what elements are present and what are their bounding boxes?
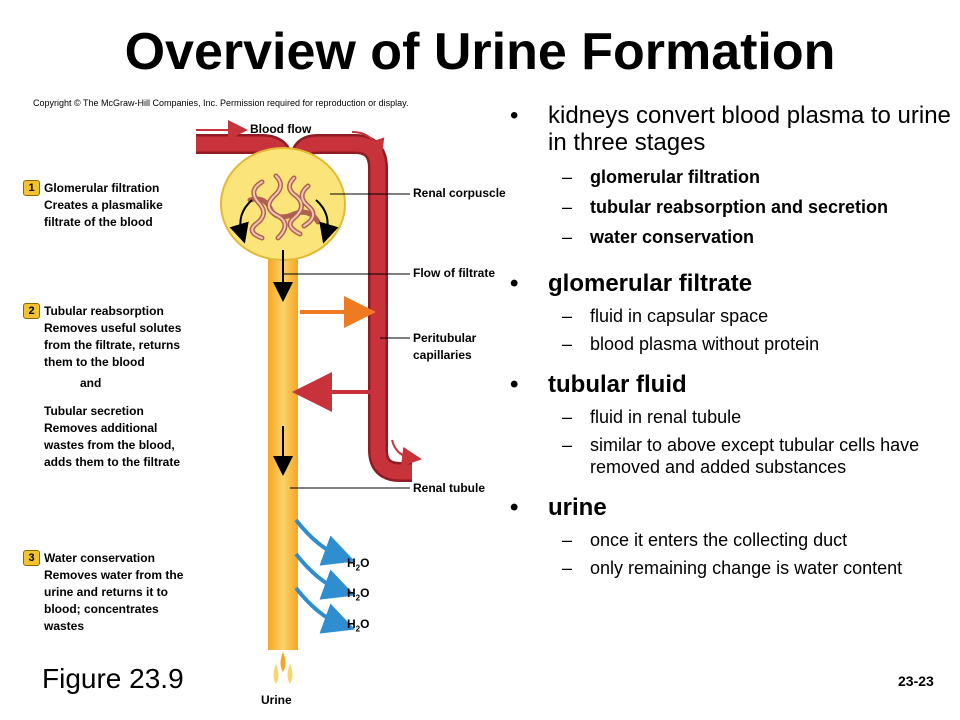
bullet-item: glomerular filtrate bbox=[508, 270, 953, 297]
bullet-list: kidneys convert blood plasma to urine in… bbox=[508, 102, 953, 579]
secretion-line: Tubular secretion bbox=[44, 404, 144, 418]
flow-of-filtrate-label: Flow of filtrate bbox=[413, 266, 495, 280]
figure-label: Figure 23.9 bbox=[42, 663, 184, 694]
step-1-text: Glomerular filtration Creates a plasmali… bbox=[44, 180, 163, 231]
water-arrow-2 bbox=[294, 552, 356, 600]
step-2-line: Removes useful solutes bbox=[44, 321, 182, 335]
secretion-line: Removes additional bbox=[44, 421, 158, 435]
sub-bullet: blood plasma without protein bbox=[508, 333, 953, 355]
secretion-line: wastes from the blood, bbox=[44, 438, 175, 452]
step-3-line: wastes bbox=[44, 619, 85, 633]
water-label-1: H2O bbox=[347, 556, 370, 573]
step-3-line: blood; concentrates bbox=[44, 602, 159, 616]
sub-bullet: tubular reabsorption and secretion bbox=[508, 196, 953, 218]
water-label-2: H2O bbox=[347, 586, 370, 603]
urine-label: Urine bbox=[261, 693, 292, 707]
renal-corpuscle-shape bbox=[220, 147, 346, 261]
sub-bullet: once it enters the collecting duct bbox=[508, 529, 953, 551]
bullet-item: urine bbox=[508, 494, 953, 521]
peritubular-label-line1: Peritubular bbox=[413, 331, 477, 345]
step-badge-2: 2 bbox=[23, 303, 40, 319]
peritubular-label-line2: capillaries bbox=[413, 348, 472, 362]
sub-bullet: only remaining change is water content bbox=[508, 557, 953, 579]
copyright-notice: Copyright © The McGraw-Hill Companies, I… bbox=[33, 98, 409, 108]
renal-tubule-label: Renal tubule bbox=[413, 481, 486, 495]
urine-drop bbox=[273, 664, 279, 684]
step-1-line: Glomerular filtration bbox=[44, 181, 160, 195]
renal-corpuscle-label: Renal corpuscle bbox=[413, 186, 506, 200]
step-badge-1: 1 bbox=[23, 180, 40, 196]
water-arrow-1 bbox=[294, 518, 356, 566]
step-3-text: Water conservation Removes water from th… bbox=[44, 550, 183, 635]
step-2-text: Tubular reabsorption Removes useful solu… bbox=[44, 303, 181, 371]
step-and-text: and bbox=[80, 376, 102, 390]
sub-bullet: fluid in renal tubule bbox=[508, 406, 953, 428]
blood-out-arrow bbox=[351, 131, 385, 160]
blood-end-arrow bbox=[391, 439, 422, 467]
step-3-line: Water conservation bbox=[44, 551, 155, 565]
slide-title: Overview of Urine Formation bbox=[124, 23, 836, 81]
sub-bullet: similar to above except tubular cells ha… bbox=[508, 434, 953, 478]
step-2-line: Tubular reabsorption bbox=[44, 304, 164, 318]
water-label-3: H2O bbox=[347, 617, 370, 634]
step-3-line: urine and returns it to bbox=[44, 585, 169, 599]
blood-flow-label: Blood flow bbox=[250, 122, 312, 136]
tubular-secretion-text: Tubular secretion Removes additional was… bbox=[44, 403, 180, 471]
bullet-item: tubular fluid bbox=[508, 371, 953, 398]
secretion-line: adds them to the filtrate bbox=[44, 455, 181, 469]
step-1-line: filtrate of the blood bbox=[44, 215, 153, 229]
water-arrow-3 bbox=[294, 586, 356, 634]
sub-bullet: glomerular filtration bbox=[508, 166, 953, 188]
sub-bullet: water conservation bbox=[508, 226, 953, 248]
sub-bullet: fluid in capsular space bbox=[508, 305, 953, 327]
step-2-line: from the filtrate, returns bbox=[44, 338, 181, 352]
step-2-line: them to the blood bbox=[44, 355, 145, 369]
step-3-line: Removes water from the bbox=[44, 568, 184, 582]
bullet-item: kidneys convert blood plasma to urine in… bbox=[508, 102, 953, 156]
slide-number: 23-23 bbox=[898, 673, 934, 689]
step-1-line: Creates a plasmalike bbox=[44, 198, 163, 212]
step-badge-3: 3 bbox=[23, 550, 40, 566]
